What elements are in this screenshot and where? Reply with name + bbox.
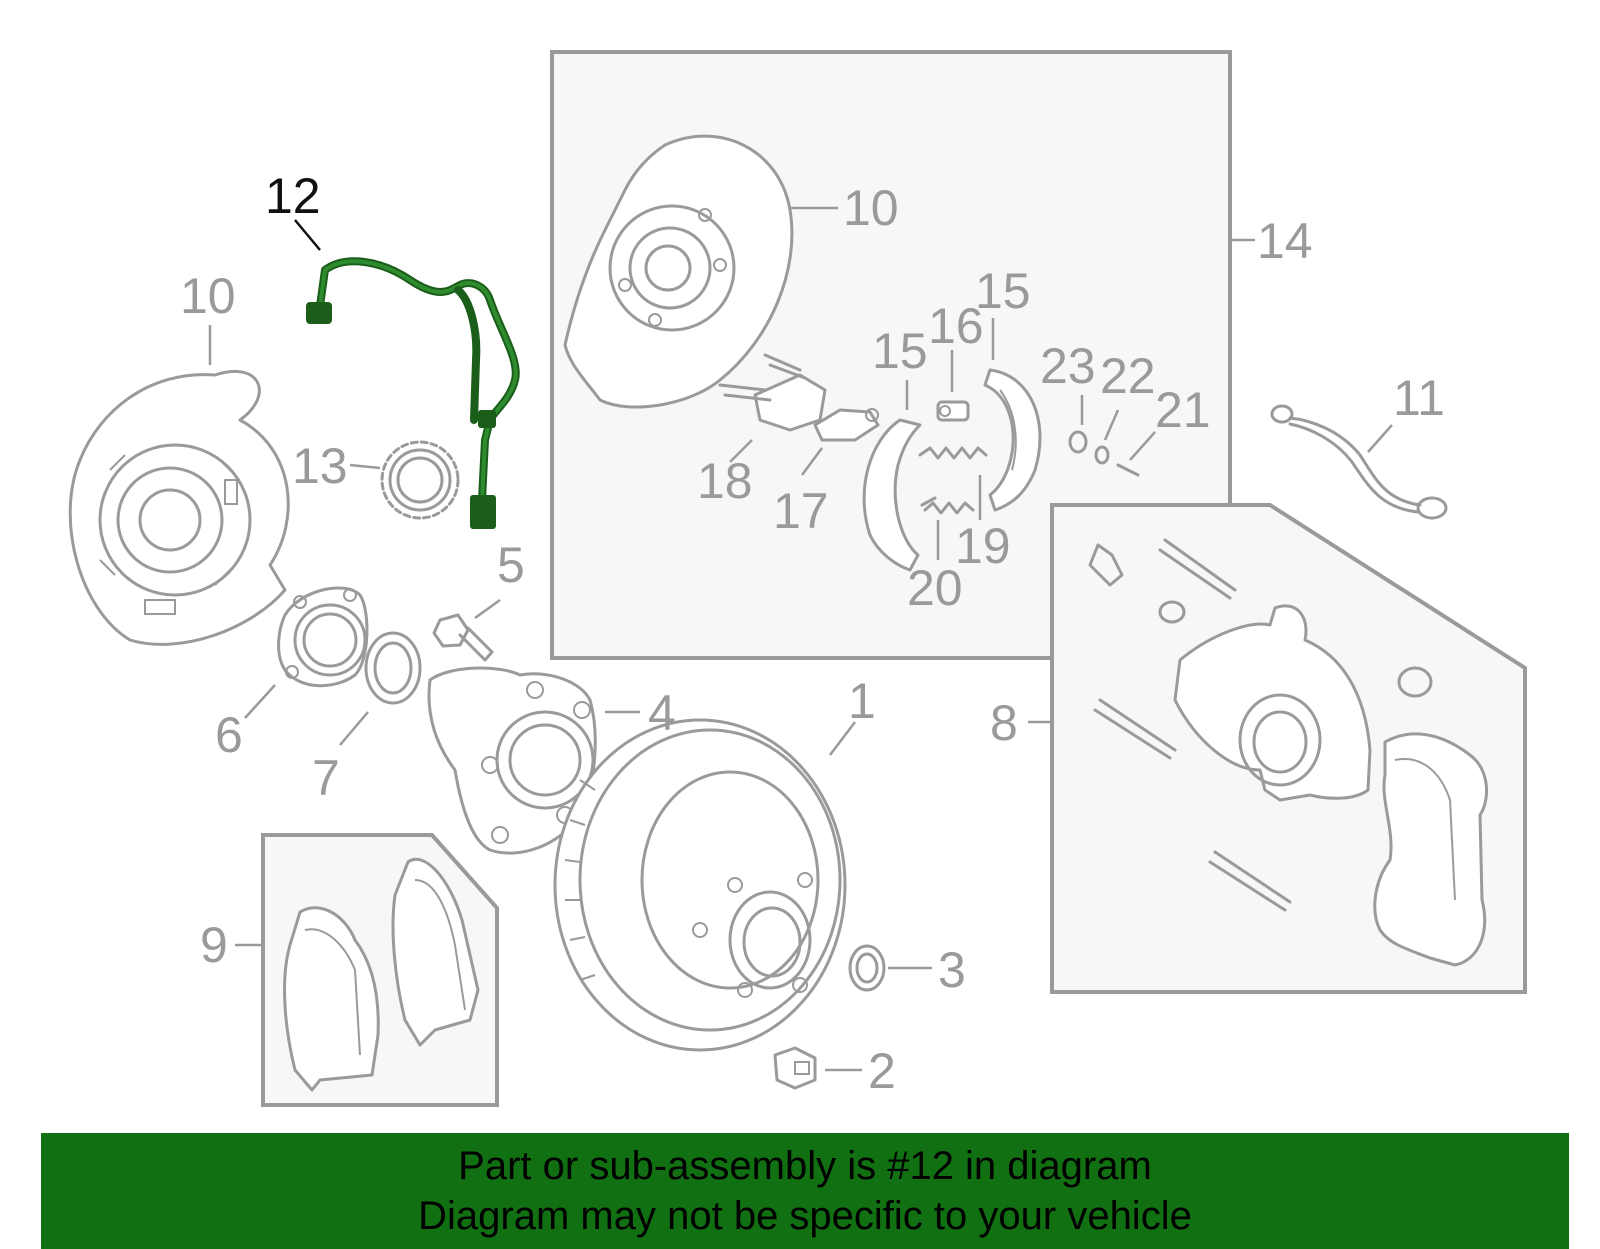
callout-23: 23 — [1040, 338, 1096, 394]
callout-21: 21 — [1155, 382, 1211, 438]
part-13-tone-ring — [380, 440, 460, 520]
part-10-backing-plate-box — [563, 134, 794, 409]
part-2-nut — [773, 1046, 817, 1090]
part-9-brake-pads — [283, 857, 480, 1092]
part-11-brake-hose — [1270, 404, 1448, 520]
part-18-bracket — [718, 353, 827, 432]
part-23-pin — [1068, 430, 1088, 454]
part-15-brake-shoes — [862, 368, 1042, 572]
callout-17: 17 — [773, 483, 829, 539]
callout-12: 12 — [265, 168, 321, 224]
part-8-caliper — [1088, 538, 1489, 967]
part-16-wheel-cylinder — [936, 400, 970, 422]
callout-5: 5 — [497, 537, 525, 593]
callout-16: 16 — [928, 298, 984, 354]
part-1-rotor — [553, 718, 847, 1052]
part-12-abs-sensor — [306, 257, 520, 529]
callout-8: 8 — [990, 695, 1018, 751]
callout-7: 7 — [312, 750, 340, 806]
callout-14: 14 — [1257, 213, 1313, 269]
part-21-clip — [1116, 463, 1140, 477]
part-6-hub-bearing — [277, 586, 369, 688]
callout-6: 6 — [215, 707, 243, 763]
part-4-hub — [427, 666, 597, 855]
part-7-seal — [364, 631, 422, 705]
callout-22: 22 — [1100, 348, 1156, 404]
callout-19: 19 — [955, 518, 1011, 574]
callout-13: 13 — [292, 438, 348, 494]
callout-10-box: 10 — [843, 180, 899, 236]
part-20-spring — [920, 496, 937, 507]
banner-line-disclaimer: Diagram may not be specific to your vehi… — [418, 1194, 1192, 1238]
callout-15-left: 15 — [872, 323, 928, 379]
callout-9: 9 — [200, 917, 228, 973]
info-banner: Part or sub-assembly is #12 in diagram D… — [41, 1133, 1569, 1249]
callout-20: 20 — [907, 560, 963, 616]
leader-lines — [208, 206, 1393, 1072]
banner-line-part: Part or sub-assembly is #12 in diagram — [458, 1144, 1152, 1188]
callout-2: 2 — [868, 1043, 896, 1099]
callout-11: 11 — [1393, 370, 1445, 426]
callout-15-right: 15 — [975, 263, 1031, 319]
part-10-backing-plate-left — [68, 369, 290, 646]
callout-10-left: 10 — [180, 268, 236, 324]
callout-labels: 12 10 13 5 6 7 4 1 3 2 8 9 10 14 11 15 1… — [180, 168, 1445, 1099]
part-17-clip — [813, 408, 880, 442]
callout-3: 3 — [938, 942, 966, 998]
callout-1: 1 — [848, 673, 876, 729]
part-22-ring — [1094, 445, 1110, 465]
part-5-bolt — [432, 613, 494, 662]
callout-4: 4 — [648, 685, 676, 741]
part-19-spring — [918, 446, 988, 515]
callout-18: 18 — [697, 453, 753, 509]
part-3-washer — [848, 944, 886, 992]
